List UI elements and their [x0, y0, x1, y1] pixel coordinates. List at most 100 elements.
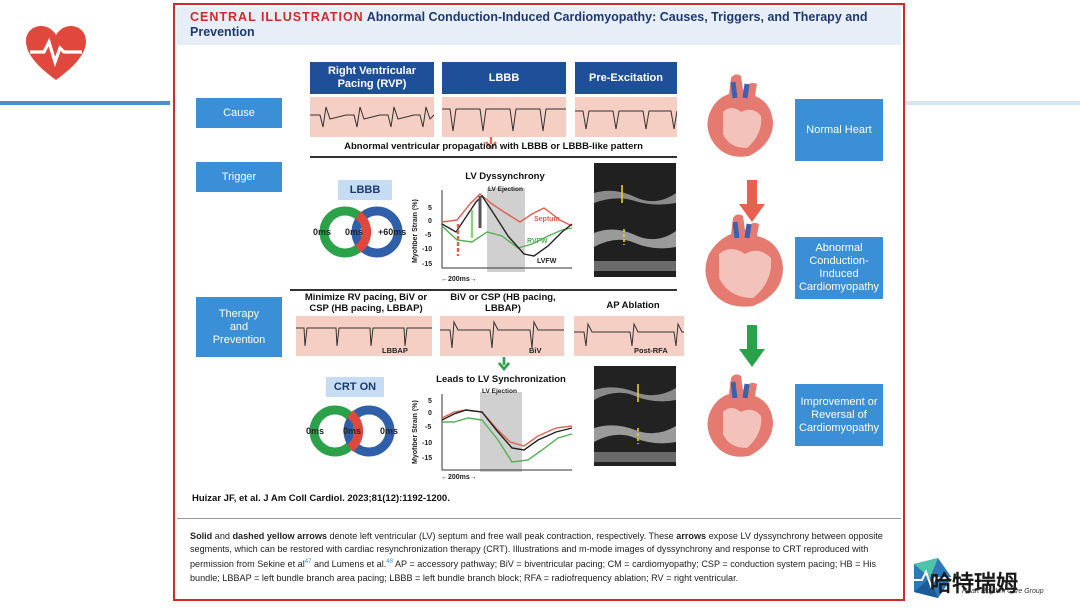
dyssync-tick-5: 5: [428, 205, 432, 212]
mmode-image-sync: [594, 366, 676, 466]
caption-text-1: and: [212, 531, 233, 541]
sync-tick-m5: -5: [425, 424, 432, 431]
ring-time-mid-sync: 0ms: [343, 426, 362, 436]
ring-time-left: 0ms: [313, 227, 332, 237]
ecg-trace-preexcitation: [575, 110, 678, 130]
row-label-therapy: Therapy and Prevention: [196, 297, 282, 357]
title-text: Abnormal Conduction-Induced Cardiomyopat…: [190, 10, 868, 39]
brand-logo-icon: [910, 558, 952, 598]
figure-caption: Solid and dashed yellow arrows denote le…: [190, 530, 890, 585]
ecg-strip-preexcitation: [575, 97, 678, 137]
sync-tick-5: 5: [428, 398, 432, 405]
caption-bold-2: dashed yellow arrows: [232, 531, 327, 541]
dyssync-tick-m10: -10: [422, 246, 433, 253]
cause-header-preexcitation: Pre-Excitation: [575, 62, 677, 94]
dyssync-title: LV Dyssynchrony: [465, 171, 545, 182]
septum-curve-sync: [441, 409, 573, 447]
sync-ejection-label: LV Ejection: [482, 388, 517, 395]
stage-normal-heart: Normal Heart: [795, 99, 883, 161]
ring-left-ventricle-sync: [343, 405, 395, 457]
caption-text-3: expose LV dyssynchrony between opposite …: [190, 531, 883, 570]
arrow-down-red-icon: [739, 180, 765, 222]
improved-heart-icon: [707, 374, 773, 457]
ring-septum-sync: [347, 410, 364, 452]
ecg-strip-lbbb: [442, 97, 566, 137]
ecg-trace-lbbb: [442, 108, 566, 132]
lbbap-tag: LBBAP: [382, 346, 408, 355]
lvfw-label: LVFW: [537, 258, 557, 265]
ecg-strip-rvp: [310, 97, 435, 137]
ecg-trace-rvp: [310, 106, 435, 128]
ecg-strip-lbbap: [296, 316, 432, 356]
sync-tick-m15: -15: [422, 455, 433, 462]
sync-tick-m10: -10: [422, 440, 433, 447]
ring-time-mid: 0ms: [345, 227, 364, 237]
arrow-down-small-red-icon: [485, 137, 497, 149]
cardiomyopathy-heart-icon: [705, 214, 783, 307]
propagation-label: Abnormal ventricular propagation with LB…: [344, 141, 643, 152]
heart-logo-icon: [26, 26, 86, 80]
stage-improvement: Improvement or Reversal of Cardiomyopath…: [795, 384, 883, 446]
caption-bold-3: arrows: [676, 531, 707, 541]
slide-accent-line: [0, 101, 170, 105]
ecg-trace-lbbap: [296, 327, 432, 347]
lv-ejection-band: [487, 188, 525, 272]
caption-text-4: and Lumens et al.: [311, 559, 387, 570]
rvfw-curve: [441, 225, 573, 249]
caption-ref-48: 48: [386, 559, 393, 566]
lv-ejection-band-sync: [480, 392, 522, 472]
brand-subtitle: Heart Rhythm Care Group: [962, 588, 1044, 595]
dyssync-tick-m15: -15: [422, 261, 433, 268]
arrow-down-small-green-icon: [498, 357, 510, 371]
dyssync-tick-m5: -5: [425, 232, 432, 239]
dyssync-ylabel: Myofiber Strain (%): [412, 199, 419, 263]
divider-top: [310, 156, 677, 158]
caption-text-5: AP = accessory pathway; BiV = biventricu…: [190, 559, 877, 583]
cause-header-lbbb: LBBB: [442, 62, 566, 94]
sync-title: Leads to LV Synchronization: [436, 374, 566, 385]
header-band: [177, 7, 901, 45]
rvfw-label: RVFW: [527, 238, 548, 245]
ring-left-ventricle: [351, 206, 403, 258]
septum-curve: [441, 193, 573, 227]
slide-accent-line-right: [905, 101, 1080, 105]
sync-tick-0: 0: [428, 410, 432, 417]
mmode-image-dyssync: [594, 163, 676, 277]
lbbb-badge: LBBB: [338, 180, 392, 200]
post-rfa-tag: Post-RFA: [634, 346, 668, 355]
lvfw-curve-sync: [441, 409, 573, 451]
row-label-trigger: Trigger: [196, 162, 282, 192]
cause-header-rvp: Right Ventricular Pacing (RVP): [310, 62, 434, 94]
sync-ylabel: Myofiber Strain (%): [412, 400, 419, 464]
brand-name: 哈特瑞姆: [930, 571, 1019, 596]
caption-separator: [177, 518, 901, 519]
dyssync-tick-0: 0: [428, 218, 432, 225]
therapy-title-ablation: AP Ablation: [606, 300, 660, 311]
therapy-title-biv: BiV or CSP (HB pacing, LBBAP): [450, 292, 556, 314]
caption-text-2: denote left ventricular (LV) septum and …: [326, 531, 677, 541]
dyssync-scale: ←200ms→: [441, 276, 477, 283]
activation-rings-sync: [309, 405, 395, 457]
ring-septum: [355, 211, 372, 253]
crt-on-badge: CRT ON: [326, 377, 384, 397]
caption-ref-47: 47: [304, 559, 312, 566]
ring-time-right-sync: 0ms: [380, 426, 399, 436]
ring-time-right: +60ms: [378, 227, 407, 237]
lvfw-curve: [441, 194, 573, 257]
normal-heart-icon: [707, 74, 773, 157]
dyssync-ejection-label: LV Ejection: [488, 186, 523, 193]
title-lead: CENTRAL ILLUSTRATION: [190, 10, 364, 24]
divider-middle: [290, 289, 677, 291]
therapy-title-minimize: Minimize RV pacing, BiV or CSP (HB pacin…: [304, 292, 428, 314]
activation-rings-dyssync: [319, 206, 403, 258]
dyssync-graph: [441, 188, 573, 272]
septum-label: Septum: [534, 216, 560, 223]
illustration-title: CENTRAL ILLUSTRATION Abnormal Conduction…: [190, 10, 870, 40]
ecg-trace-post-rfa: [574, 322, 684, 347]
stage-cardiomyopathy: Abnormal Conduction-Induced Cardiomyopat…: [795, 237, 883, 299]
sync-graph: [441, 392, 573, 472]
row-label-cause: Cause: [196, 98, 282, 128]
caption-bold-1: Solid: [190, 531, 213, 541]
sync-scale: ←200ms→: [441, 474, 477, 481]
arrow-down-green-icon: [739, 325, 765, 367]
